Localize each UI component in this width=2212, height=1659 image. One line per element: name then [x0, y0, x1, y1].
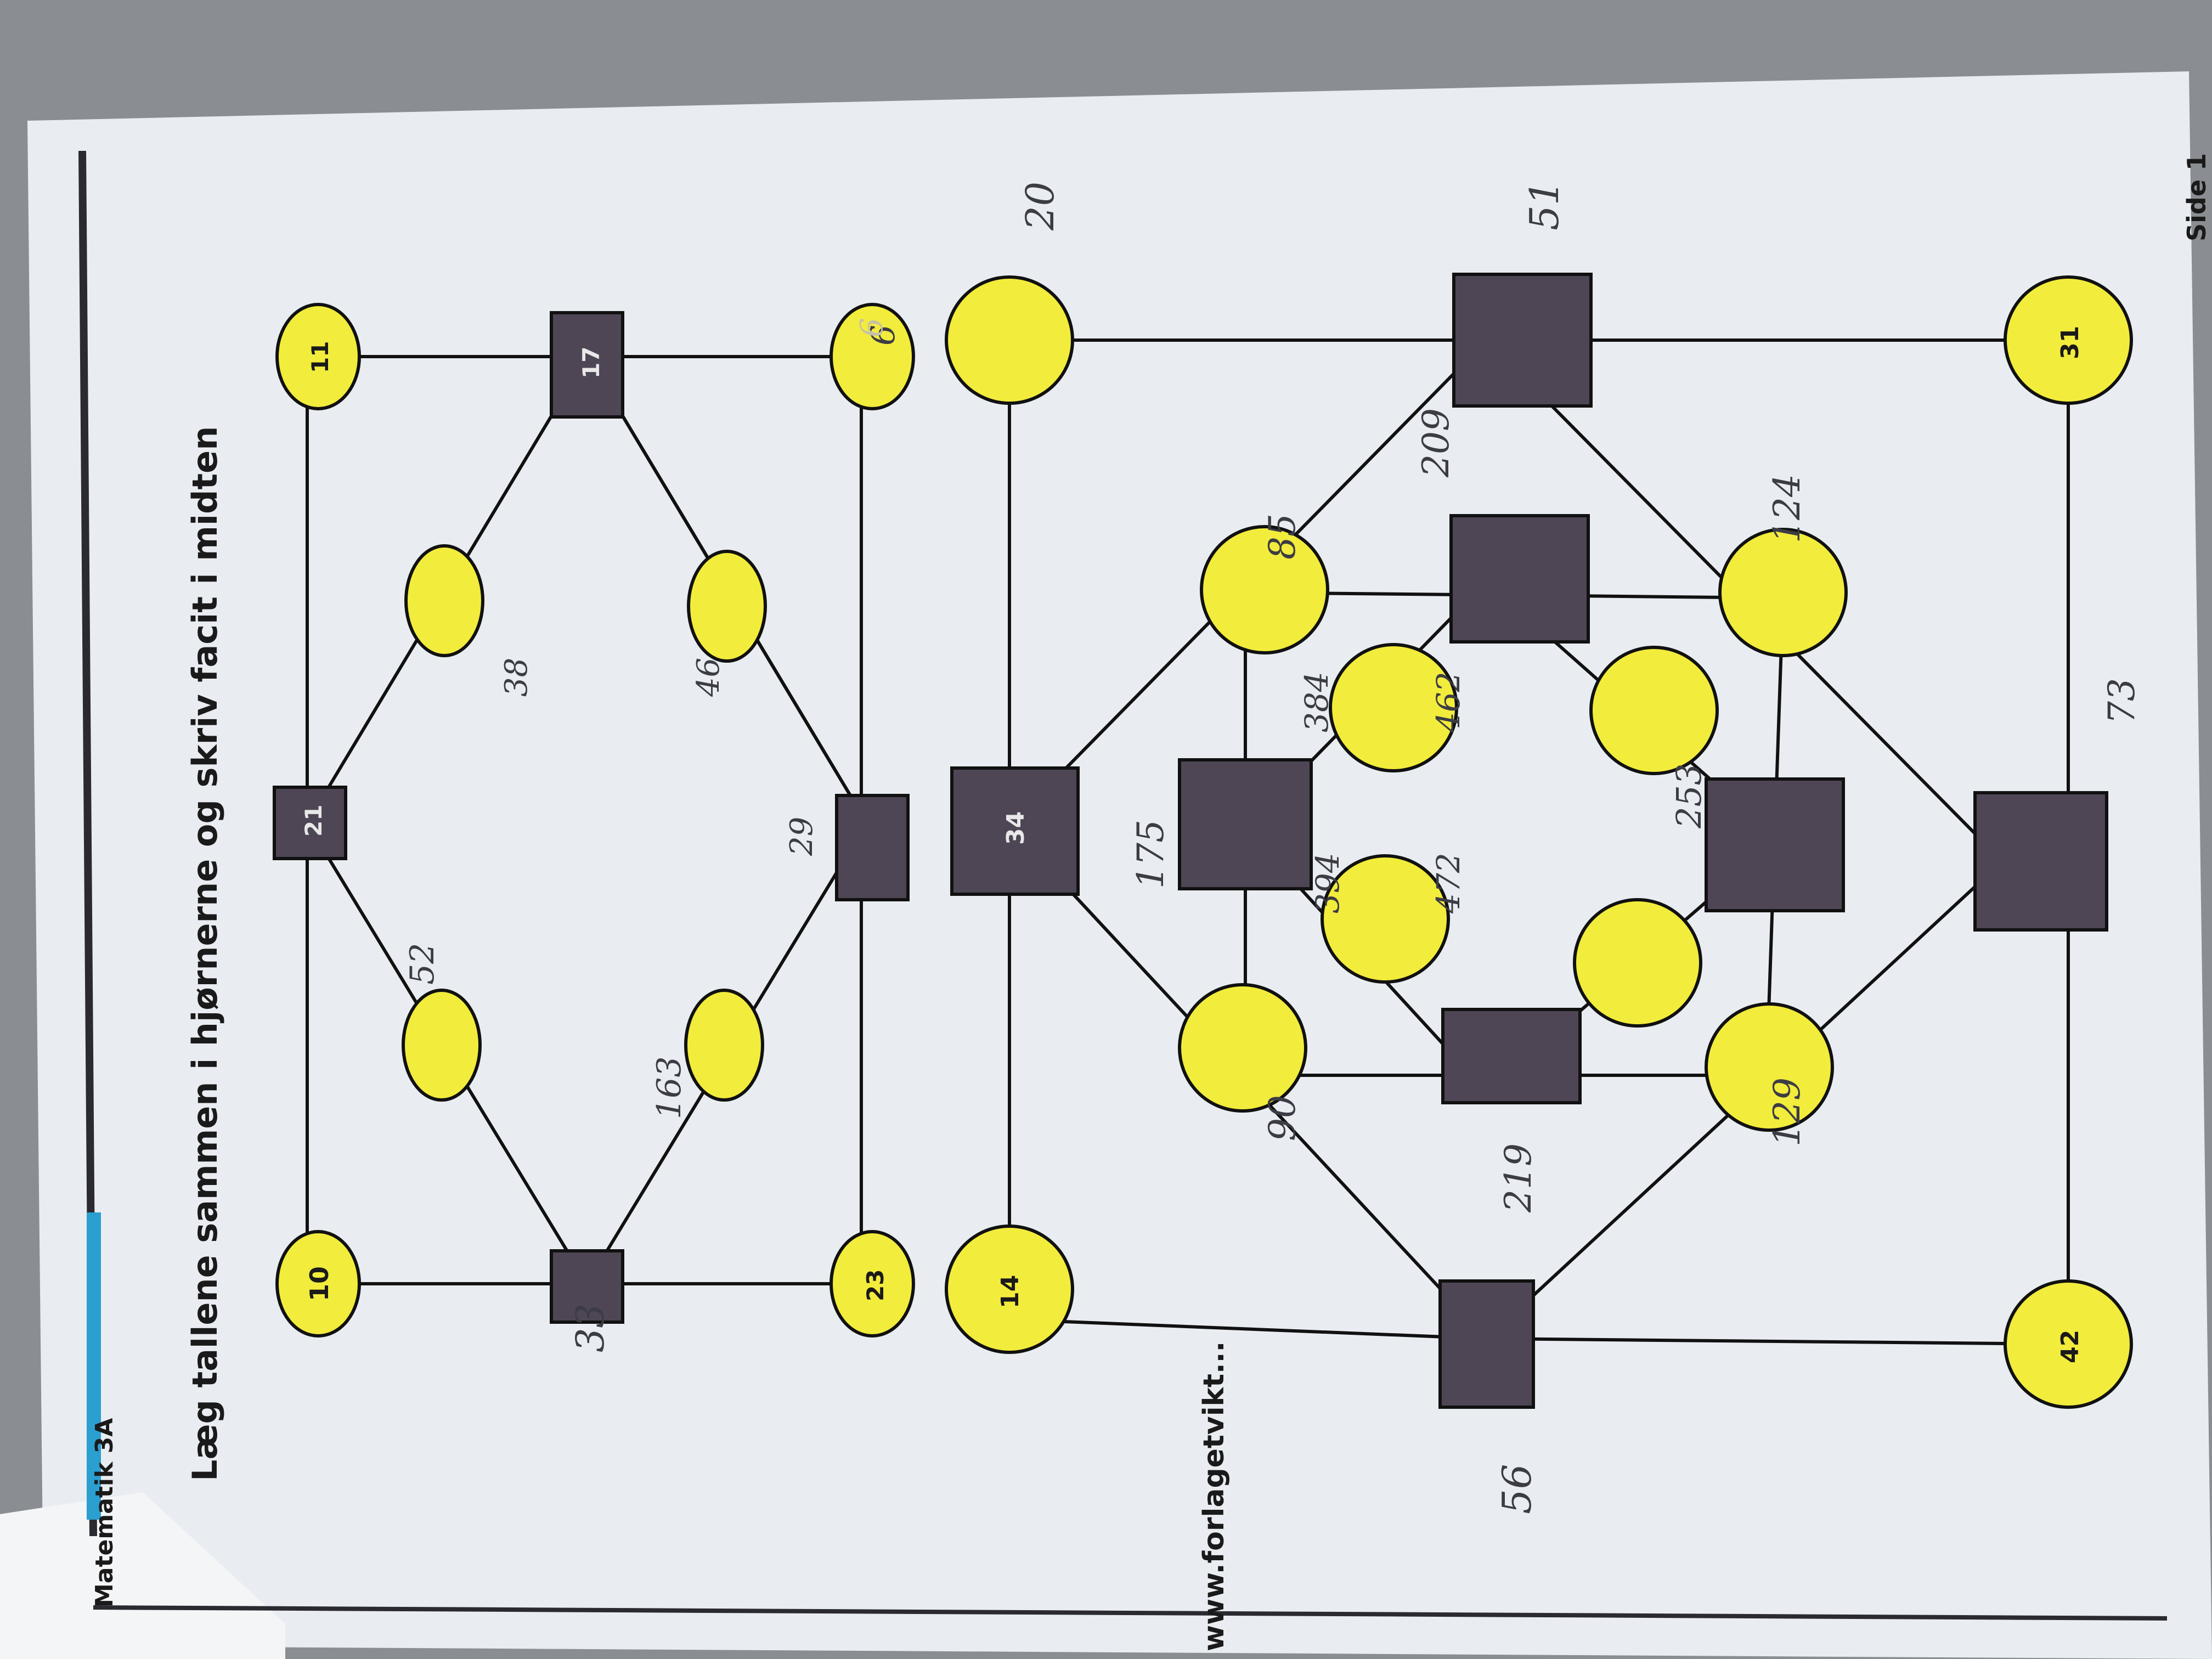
page-accent-bar: [87, 1212, 101, 1520]
f1-top-left-oval: [275, 1230, 361, 1338]
f2-hand-sq-top: 175: [1130, 820, 1172, 889]
f2-inner-right-square: [1449, 514, 1590, 644]
f2-left-square: [1438, 1279, 1535, 1409]
f2-inner-circle-a: [1321, 854, 1450, 984]
f2-top-mid-value: 34: [1002, 811, 1030, 845]
f2-bottom-square: [1973, 791, 2108, 932]
f2-hand-outer-bottom-left: 56: [1494, 1464, 1540, 1514]
f1-bottom-right-oval: [830, 303, 915, 410]
f1-bottom-square: [835, 794, 910, 901]
f2-top-left-circle: [945, 1224, 1074, 1354]
f2-inner-circle-d: [1589, 646, 1719, 775]
f2-top-left-value: 14: [996, 1275, 1024, 1308]
page-bottom-rule: [93, 1605, 2168, 1621]
f1-top-square: [273, 786, 347, 860]
f1-bottom-left-oval: [830, 1230, 915, 1338]
f2-hand-sq-bottom: 73: [2101, 678, 2143, 724]
f2-hand-inner-b: 384: [1298, 672, 1335, 732]
f2-inner-circle-c: [1573, 898, 1702, 1028]
f2-hand-circ-lower-left: 129: [1766, 1077, 1808, 1147]
f1-hand-left-square: 33: [568, 1304, 613, 1352]
f1-hand-lower-left-oval: 163: [650, 1056, 689, 1119]
f2-top-right-circle: [945, 275, 1074, 405]
worksheet-title: Læg tallene sammen i hjørnerne og skriv …: [185, 426, 225, 1481]
f2-inner-circle-b: [1329, 643, 1458, 772]
figure-2-nodes: [945, 273, 2133, 1409]
f2-circ-upper-right: [1200, 525, 1329, 654]
f2-hand-outer-top-right: 20: [1018, 182, 1063, 231]
f1-right-square: [550, 311, 624, 419]
f1-upper-right-oval: [404, 544, 484, 657]
f1-hand-bottom-right-circle: 6: [864, 325, 902, 346]
f2-hand-outer-bottom-right: 51: [1521, 180, 1567, 230]
f2-bottom-left-circle: [2004, 1279, 2133, 1409]
footer-url: www.forlagetvikt...: [1198, 1341, 1231, 1651]
f1-top-right-value: 11: [307, 341, 334, 373]
f1-printed-bottom-right: 6: [854, 318, 890, 337]
f2-bottom-right-circle: [2004, 275, 2133, 405]
f1-center-right-value: 17: [578, 347, 605, 379]
f2-hand-inner-a: 394: [1309, 853, 1346, 913]
f2-hand-sq-left: 219: [1497, 1143, 1539, 1213]
f2-inner-top-square: [1178, 758, 1313, 890]
f2-bottom-left-value: 42: [2056, 1330, 2084, 1363]
f1-left-square: [550, 1249, 624, 1324]
f2-hand-inner-sq: 253: [1669, 764, 1709, 829]
f2-inner-left-square: [1441, 1008, 1582, 1104]
f1-lower-left-oval: [684, 989, 764, 1102]
f1-upper-left-oval: [402, 989, 482, 1102]
figure-1-nodes: [273, 303, 915, 1338]
f1-lower-right-oval: [687, 550, 767, 663]
f1-hand-lower-right-oval: 46: [691, 658, 726, 697]
paper-corner: [0, 1492, 285, 1659]
paper-sheet: [27, 71, 2212, 1659]
f2-hand-circ-upper-left: 90: [1261, 1095, 1304, 1141]
f1-top-left-value: 10: [304, 1266, 334, 1301]
f2-inner-bottom-square: [1705, 777, 1845, 912]
f2-circ-lower-left: [1705, 1002, 1834, 1132]
f2-hand-sq-right: 209: [1415, 408, 1457, 478]
f1-hand-upper-left-oval: 52: [403, 943, 442, 985]
f2-circ-upper-left: [1178, 983, 1307, 1113]
f1-hand-bottom-square: 29: [784, 817, 820, 856]
f1-top-mid-value: 21: [300, 805, 327, 837]
f2-hand-inner-d: 462: [1430, 672, 1467, 733]
f1-bottom-left-value: 23: [862, 1269, 889, 1301]
page-label: Side 1: [2182, 153, 2211, 241]
f2-hand-circ-upper-right: 85: [1261, 514, 1304, 560]
footer-book: Matematik 3A: [91, 1418, 119, 1607]
f1-hand-upper-right-oval: 38: [499, 658, 534, 697]
f2-circ-lower-right: [1718, 528, 1848, 657]
f2-bottom-right-value: 31: [2056, 326, 2084, 359]
f2-hand-inner-c: 472: [1430, 853, 1467, 914]
f2-top-square: [950, 766, 1080, 896]
f2-hand-circ-lower-right: 124: [1766, 474, 1808, 543]
f2-right-square: [1452, 273, 1593, 408]
f1-top-right-oval: [275, 303, 361, 410]
